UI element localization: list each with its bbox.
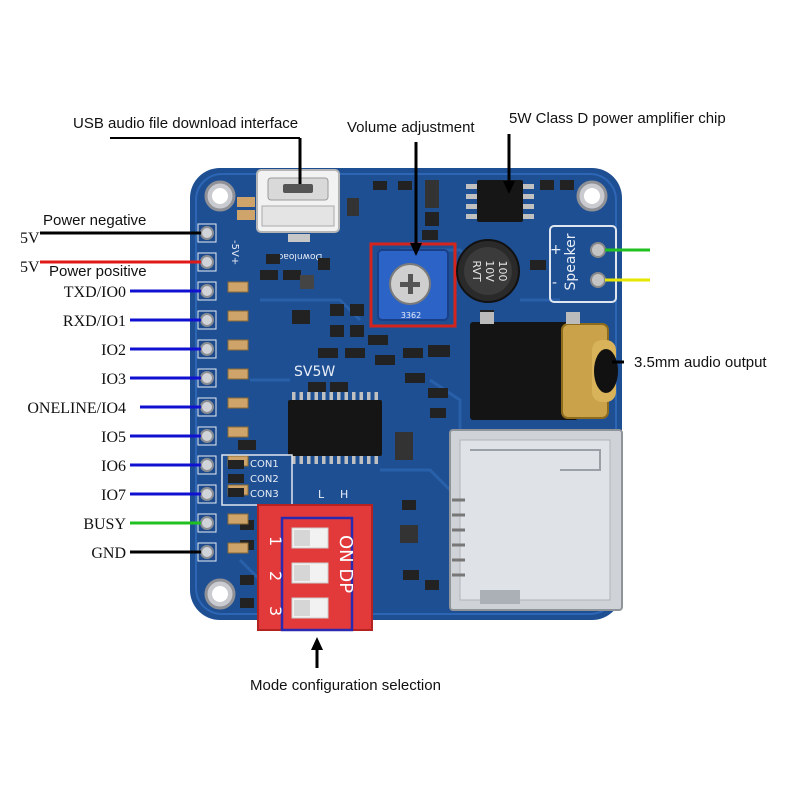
pin-label: 5V xyxy=(20,259,40,276)
speaker-wires xyxy=(605,248,650,282)
pin-label: 5V xyxy=(20,230,40,247)
usb-connector xyxy=(256,169,340,242)
download-label: Download xyxy=(278,251,323,261)
dip-number-2: 2 xyxy=(266,571,285,581)
dip-h-label: H xyxy=(340,488,348,501)
dip-number-1: 1 xyxy=(266,536,285,546)
pin-wires xyxy=(40,231,201,554)
header-pin xyxy=(200,226,214,240)
pin-label: IO7 xyxy=(101,487,126,504)
pot-code: 3362 xyxy=(401,311,421,320)
resistor xyxy=(227,310,249,322)
header-pin xyxy=(200,313,214,327)
speaker-label: Speaker xyxy=(563,233,579,290)
volume-potentiometer: 3362 xyxy=(369,242,457,328)
volume-callout: Volume adjustment xyxy=(347,119,475,256)
pin-label: IO3 xyxy=(101,371,126,388)
amplifier-chip xyxy=(466,180,534,222)
dip-l-label: L xyxy=(318,488,325,501)
header-pin xyxy=(200,429,214,443)
header-pin xyxy=(200,516,214,530)
header-pin xyxy=(200,342,214,356)
con2-label: CON2 xyxy=(250,474,279,485)
resistor xyxy=(227,368,249,380)
audio-out-callout-text: 3.5mm audio output xyxy=(634,354,767,371)
resistor xyxy=(227,542,249,554)
sd-card-slot xyxy=(449,429,623,611)
header-pin xyxy=(200,255,214,269)
power-positive-callout: Power positive xyxy=(49,263,147,280)
pin-label: GND xyxy=(91,545,126,562)
audio-jack xyxy=(470,312,618,420)
speaker-minus: - xyxy=(552,275,557,291)
electrolytic-capacitor: 10010VRVT xyxy=(456,239,520,303)
pin-label: ONELINE/IO4 xyxy=(27,400,126,417)
resistor xyxy=(227,513,249,525)
amp-callout-text: 5W Class D power amplifier chip xyxy=(509,110,726,127)
pin-label: BUSY xyxy=(83,516,126,533)
amp-callout: 5W Class D power amplifier chip xyxy=(503,110,726,194)
power-negative-callout: Power negative xyxy=(43,212,146,229)
resistor xyxy=(227,397,249,409)
pin-label: TXD/IO0 xyxy=(64,284,126,301)
volume-callout-text: Volume adjustment xyxy=(347,119,475,136)
mode-callout: Mode configuration selection xyxy=(250,637,441,694)
pcb-board: Download -5V+ xyxy=(190,168,623,632)
pin-label: IO5 xyxy=(101,429,126,446)
con1-label: CON1 xyxy=(250,459,279,470)
pin-label: IO6 xyxy=(101,458,126,475)
dip-switch: 1 2 3 ON DP xyxy=(257,504,373,632)
pin-label-list: 5V 5V TXD/IO0RXD/IO1IO2IO3ONELINE/IO4IO5IO… xyxy=(20,230,126,562)
main-ic: SV5W xyxy=(288,364,382,464)
speaker-plus: + xyxy=(550,242,562,258)
header-pin xyxy=(200,284,214,298)
header-pin xyxy=(200,371,214,385)
header-pin xyxy=(200,458,214,472)
pin-label: RXD/IO1 xyxy=(63,313,126,330)
header-label: -5V+ xyxy=(229,240,240,265)
pin-label: IO2 xyxy=(101,342,126,359)
dip-number-3: 3 xyxy=(266,606,285,616)
header-pin xyxy=(200,400,214,414)
dip-on-label: ON DP xyxy=(335,535,356,593)
resistor xyxy=(227,281,249,293)
mode-callout-text: Mode configuration selection xyxy=(250,677,441,694)
chip-label: SV5W xyxy=(294,364,335,380)
resistor xyxy=(227,426,249,438)
capacitor-marking: 10010VRVT xyxy=(470,260,509,282)
resistor xyxy=(227,339,249,351)
usb-callout: USB audio file download interface xyxy=(73,115,302,184)
usb-callout-text: USB audio file download interface xyxy=(73,115,298,132)
con3-label: CON3 xyxy=(250,489,279,500)
audio-out-callout: 3.5mm audio output xyxy=(612,354,767,371)
header-pin xyxy=(200,545,214,559)
header-pin xyxy=(200,487,214,501)
